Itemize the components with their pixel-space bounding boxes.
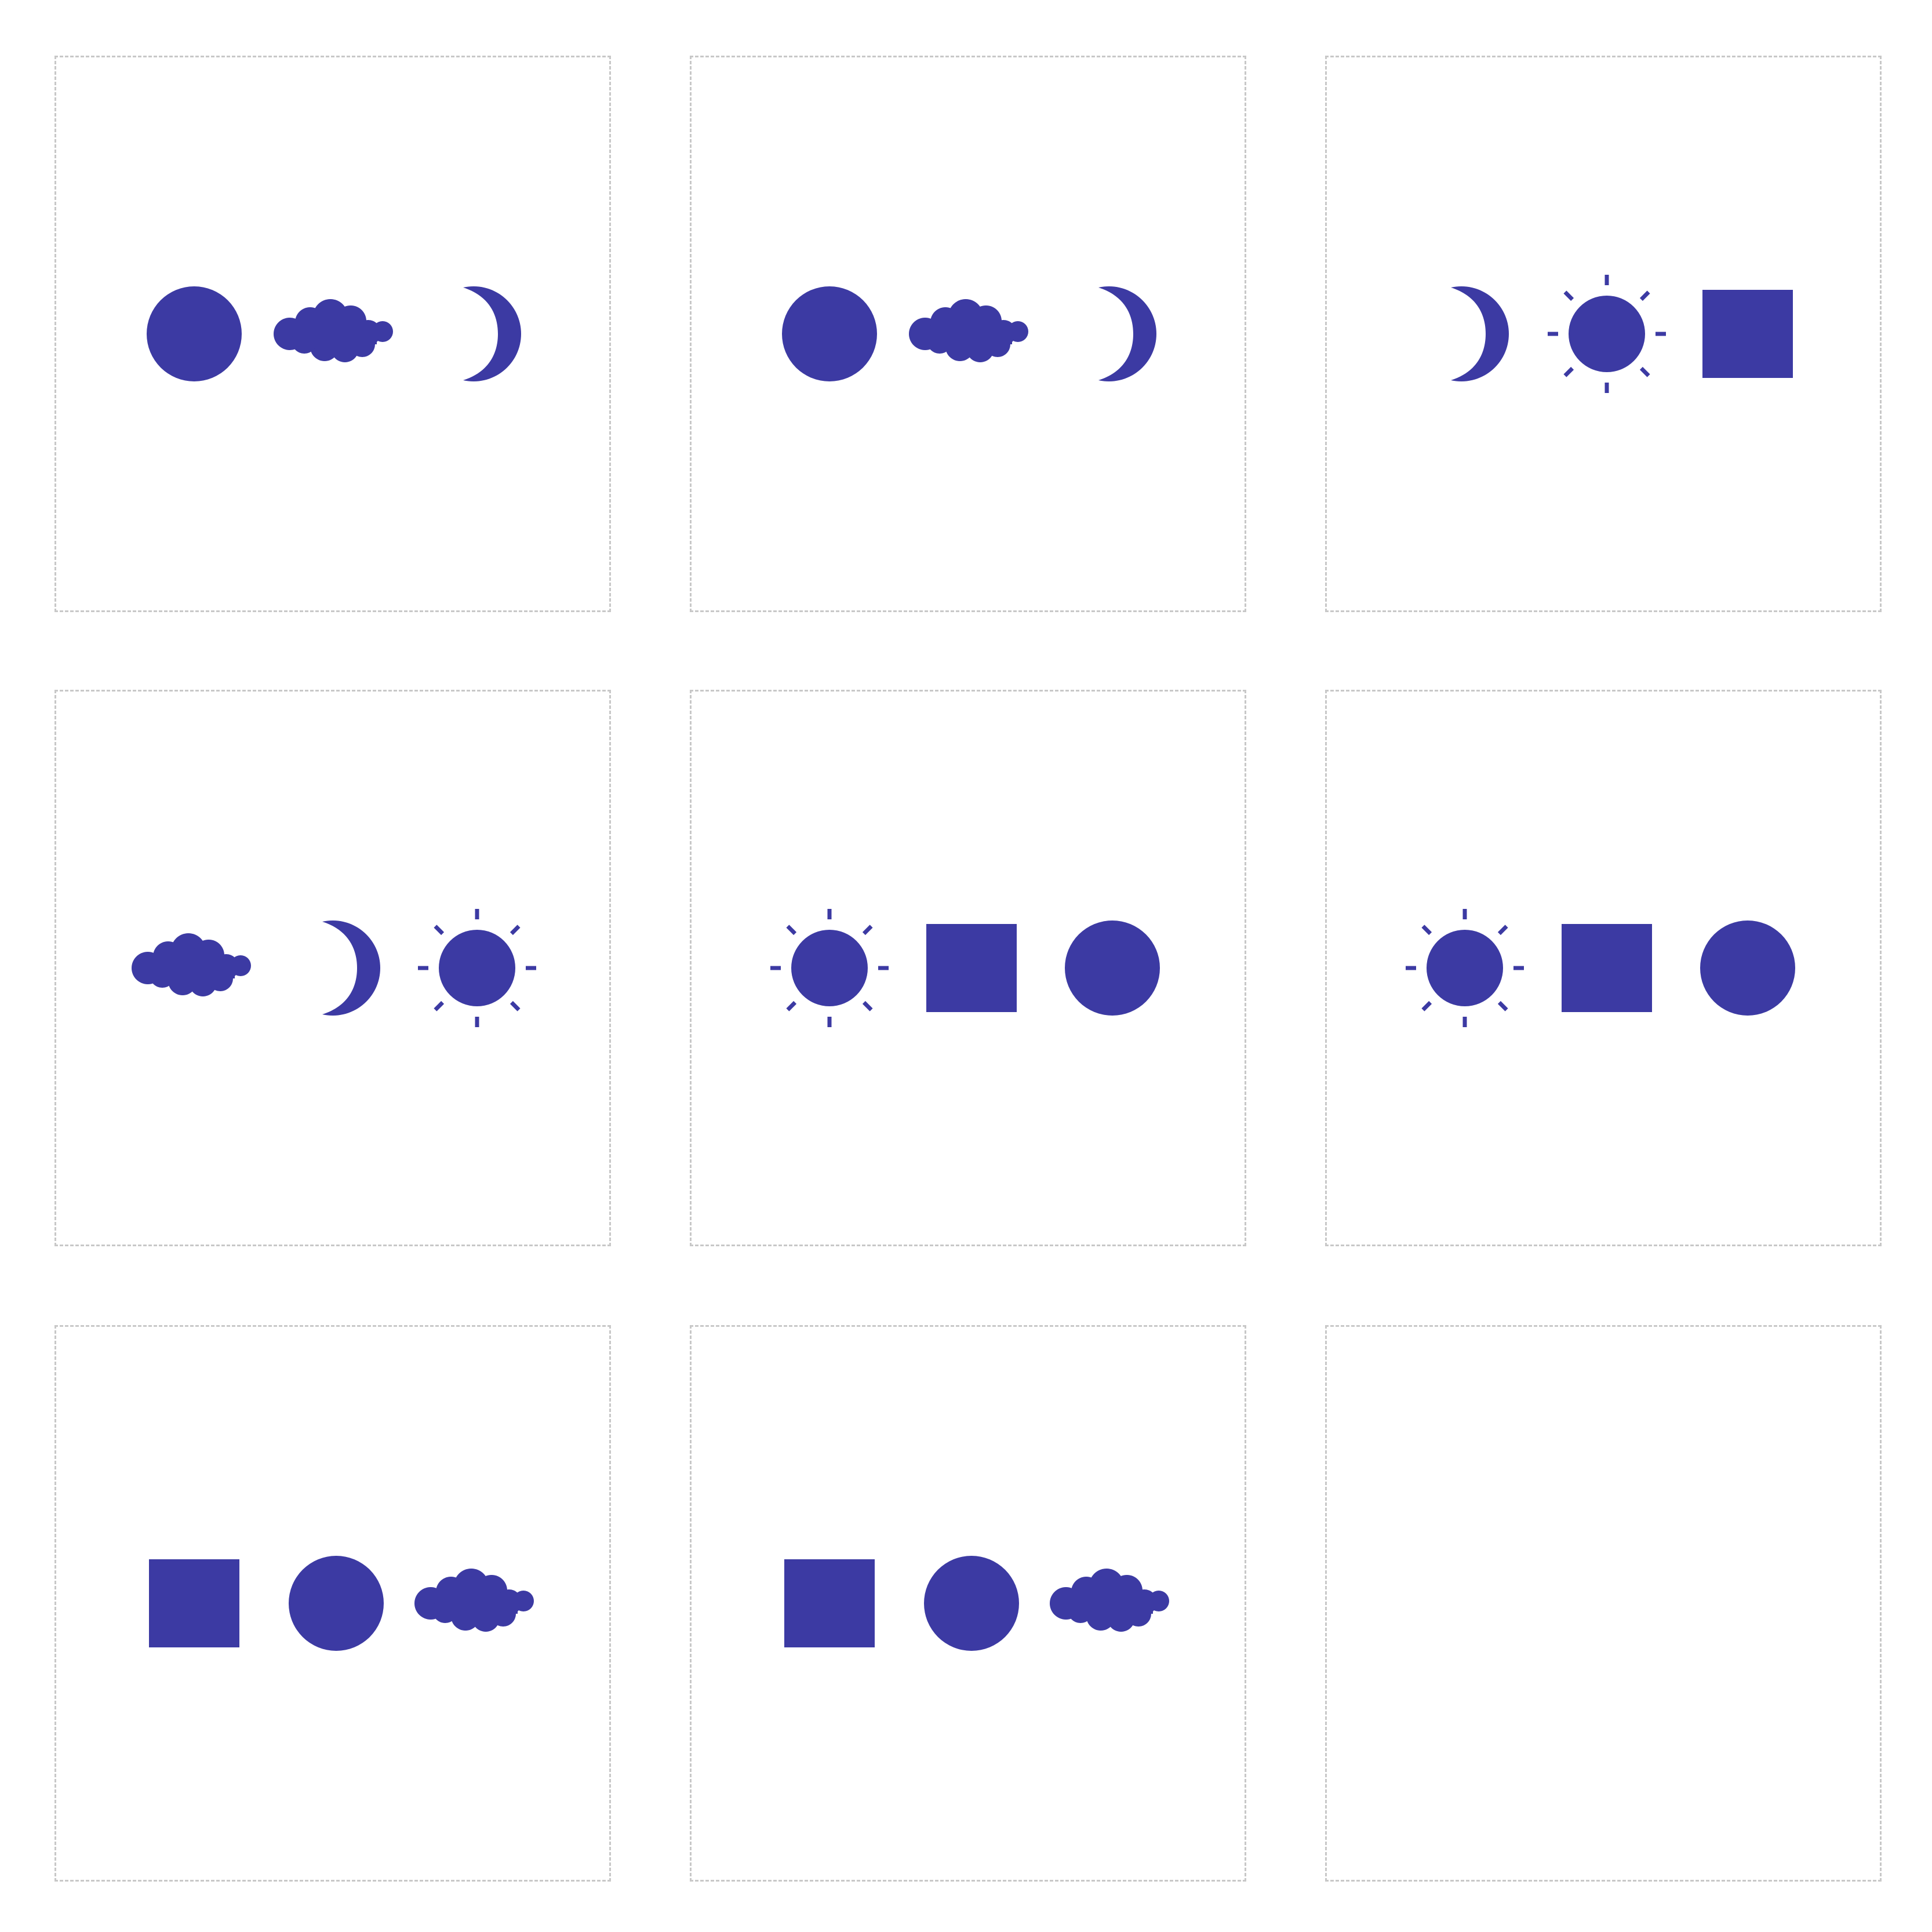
sun-icon bbox=[1548, 275, 1666, 393]
moon-icon bbox=[322, 920, 380, 1016]
square-icon bbox=[1562, 924, 1652, 1012]
panel-3-canvas bbox=[1451, 275, 1793, 393]
cloud-icon bbox=[274, 299, 393, 362]
square-icon bbox=[1702, 290, 1793, 378]
circle-icon bbox=[147, 286, 242, 381]
moon-icon bbox=[1098, 286, 1156, 381]
circle-icon bbox=[289, 1556, 384, 1651]
circle-icon bbox=[1065, 920, 1160, 1016]
panel-9-canvas bbox=[1327, 1327, 1880, 1880]
moon-icon bbox=[463, 286, 521, 381]
puzzle-panel-9-empty[interactable] bbox=[1325, 1325, 1882, 1882]
moon-icon bbox=[1451, 286, 1509, 381]
cloud-icon bbox=[1050, 1569, 1169, 1632]
panel-7-canvas bbox=[149, 1556, 534, 1651]
panel-2-canvas bbox=[782, 286, 1156, 381]
cloud-icon bbox=[909, 299, 1028, 362]
puzzle-panel-5 bbox=[690, 690, 1246, 1246]
puzzle-panel-8 bbox=[690, 1325, 1246, 1882]
panel-6-canvas bbox=[1406, 909, 1795, 1027]
circle-icon bbox=[924, 1556, 1019, 1651]
square-icon bbox=[149, 1559, 239, 1647]
panel-8-canvas bbox=[784, 1556, 1169, 1651]
panel-4-canvas bbox=[132, 909, 536, 1027]
cloud-icon bbox=[132, 933, 251, 996]
cloud-icon bbox=[414, 1569, 534, 1632]
puzzle-panel-1 bbox=[54, 56, 611, 612]
sun-icon bbox=[770, 909, 889, 1027]
puzzle-panel-6 bbox=[1325, 690, 1882, 1246]
puzzle-panel-2 bbox=[690, 56, 1246, 612]
circle-icon bbox=[782, 286, 877, 381]
puzzle-panel-3 bbox=[1325, 56, 1882, 612]
puzzle-panel-4 bbox=[54, 690, 611, 1246]
sun-icon bbox=[1406, 909, 1524, 1027]
sun-icon bbox=[418, 909, 536, 1027]
puzzle-panel-7 bbox=[54, 1325, 611, 1882]
circle-icon bbox=[1700, 920, 1795, 1016]
square-icon bbox=[784, 1559, 875, 1647]
square-icon bbox=[926, 924, 1017, 1012]
panel-5-canvas bbox=[770, 909, 1160, 1027]
panel-1-canvas bbox=[147, 286, 521, 381]
